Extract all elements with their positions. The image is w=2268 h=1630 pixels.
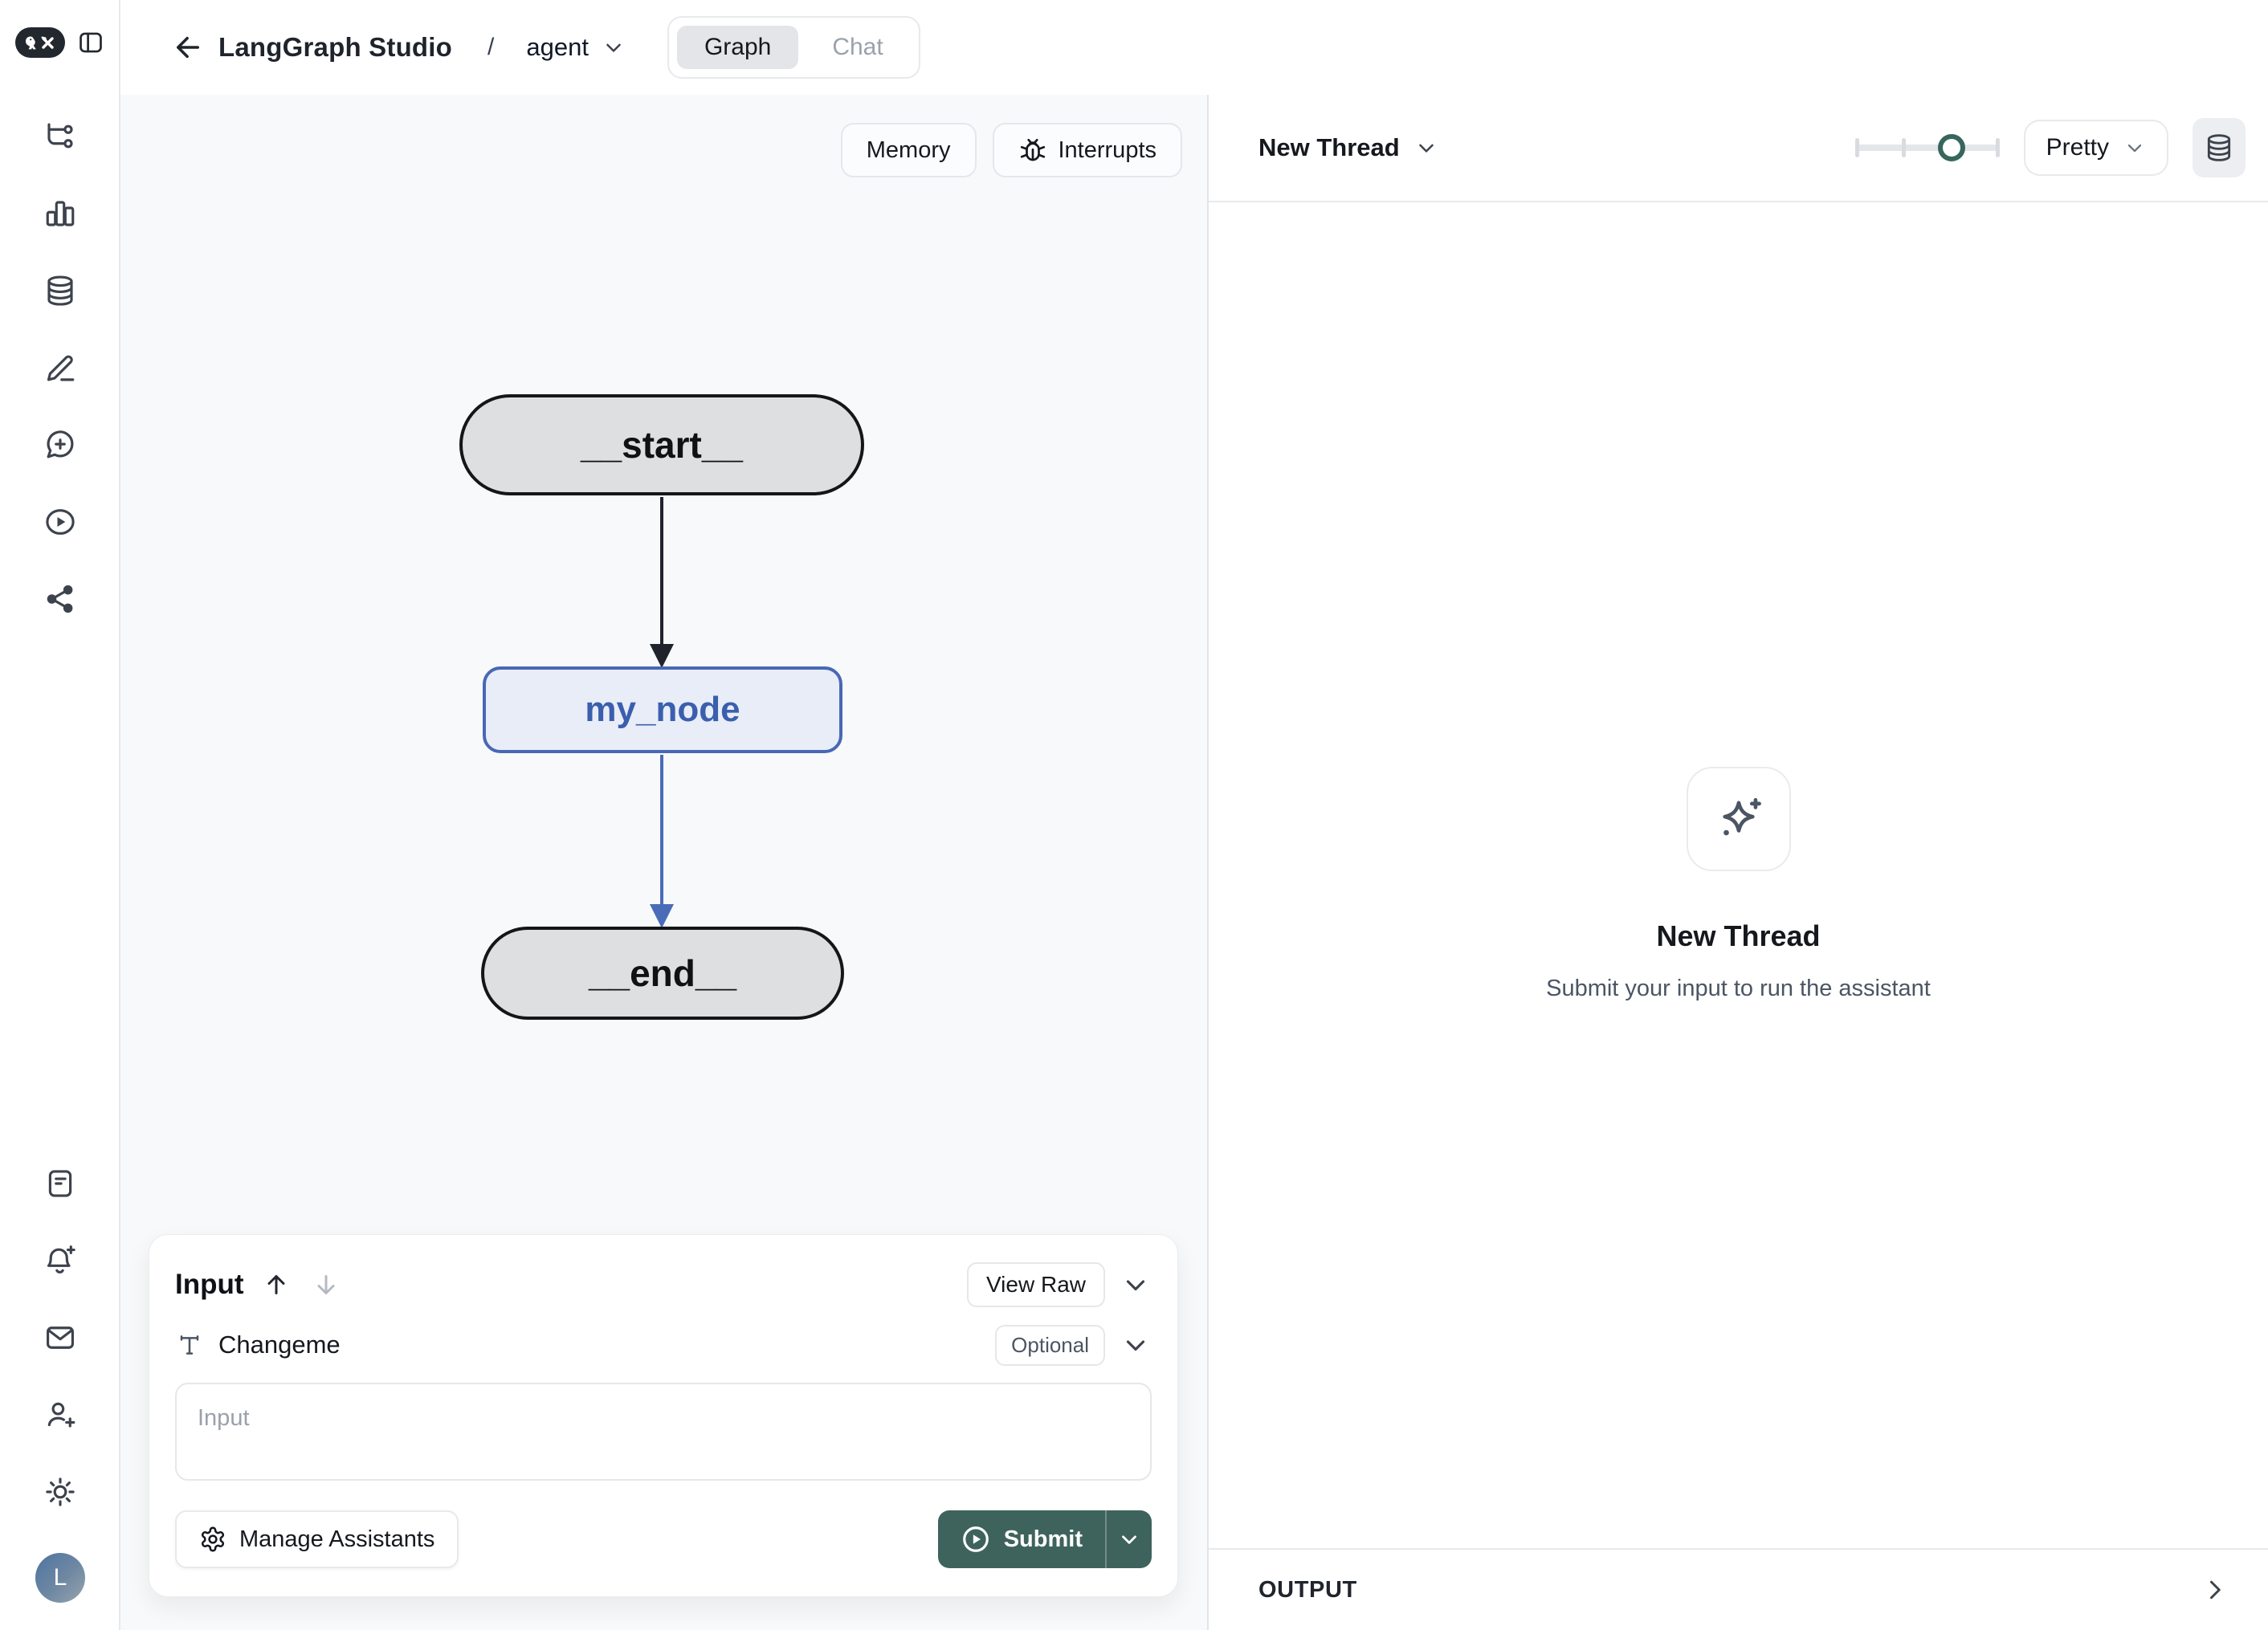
field-label: Changeme xyxy=(218,1330,341,1359)
slider-tick xyxy=(1902,138,1906,157)
slider-tick xyxy=(1996,138,2000,157)
graph-node-start[interactable]: __start__ xyxy=(459,394,864,495)
gear-icon xyxy=(199,1526,226,1553)
tab-graph[interactable]: Graph xyxy=(677,26,798,69)
manage-assistants-button[interactable]: Manage Assistants xyxy=(175,1510,459,1568)
input-field[interactable] xyxy=(175,1383,1152,1481)
chat-plus-icon[interactable] xyxy=(43,427,78,463)
interrupts-button[interactable]: Interrupts xyxy=(993,123,1183,177)
output-label: OUTPUT xyxy=(1258,1577,1357,1604)
arrow-down-icon[interactable] xyxy=(308,1267,344,1302)
graph-name: agent xyxy=(526,33,589,62)
interrupts-button-label: Interrupts xyxy=(1059,137,1157,164)
top-header: LangGraph Studio / agent Graph Chat xyxy=(120,0,2268,95)
input-panel: Input View Raw Changeme Opti xyxy=(149,1234,1178,1597)
view-raw-button[interactable]: View Raw xyxy=(967,1262,1105,1307)
collapse-input-chevron-icon[interactable] xyxy=(1120,1269,1152,1301)
field-chevron-icon[interactable] xyxy=(1120,1329,1152,1361)
back-arrow-icon[interactable] xyxy=(169,28,207,67)
play-circle-icon[interactable] xyxy=(43,504,78,540)
user-avatar[interactable]: L xyxy=(35,1553,85,1603)
slider-tick xyxy=(1855,138,1859,157)
arrow-up-icon[interactable] xyxy=(259,1267,294,1302)
chevron-down-icon xyxy=(1414,136,1438,160)
render-mode-dropdown[interactable]: Pretty xyxy=(2024,120,2168,176)
bell-plus-icon[interactable] xyxy=(43,1243,78,1278)
thread-selector-label: New Thread xyxy=(1258,133,1400,162)
submit-button-label: Submit xyxy=(1004,1526,1083,1553)
share-network-icon[interactable] xyxy=(43,581,78,617)
bar-chart-icon[interactable] xyxy=(43,196,78,231)
render-mode-label: Pretty xyxy=(2046,134,2109,161)
output-bar[interactable]: OUTPUT xyxy=(1209,1548,2268,1630)
graph-canvas[interactable]: Memory Interrupts __start__ my_node __en… xyxy=(120,95,1207,1630)
sparkles-icon xyxy=(1714,794,1764,844)
tab-chat[interactable]: Chat xyxy=(805,26,910,69)
submit-split-button: Submit xyxy=(938,1510,1152,1568)
bug-icon xyxy=(1018,136,1047,165)
thread-selector[interactable]: New Thread xyxy=(1258,133,1438,162)
sidebar-nav-bottom xyxy=(0,1166,120,1510)
graph-node-end[interactable]: __end__ xyxy=(481,927,844,1020)
sun-icon[interactable] xyxy=(43,1474,78,1510)
sidebar-toggle-icon[interactable] xyxy=(76,28,105,57)
graph-selector[interactable]: agent xyxy=(526,33,626,62)
app-title: LangGraph Studio xyxy=(218,32,452,63)
thread-panel: New Thread Pretty xyxy=(1207,95,2268,1630)
new-thread-empty-state: New Thread Submit your input to run the … xyxy=(1209,767,2268,1002)
text-type-icon xyxy=(175,1330,204,1359)
database-icon xyxy=(2204,132,2234,163)
empty-state-subtitle: Submit your input to run the assistant xyxy=(1546,976,1931,1002)
workflow-icon[interactable] xyxy=(43,119,78,154)
submit-options-chevron[interactable] xyxy=(1107,1510,1152,1568)
thread-panel-header: New Thread Pretty xyxy=(1209,95,2268,202)
memory-button-label: Memory xyxy=(867,137,951,164)
slider-track xyxy=(1855,145,2000,151)
zoom-slider[interactable] xyxy=(1855,132,2000,164)
langchain-logo xyxy=(15,27,65,58)
slider-handle[interactable] xyxy=(1938,134,1965,161)
graph-node-my-node[interactable]: my_node xyxy=(483,666,842,753)
submit-button[interactable]: Submit xyxy=(938,1510,1105,1568)
chevron-down-icon xyxy=(2123,137,2146,159)
mail-icon[interactable] xyxy=(43,1320,78,1355)
breadcrumb-separator: / xyxy=(487,34,494,61)
chevron-right-icon xyxy=(2197,1572,2233,1608)
manage-assistants-label: Manage Assistants xyxy=(239,1526,434,1553)
state-database-button[interactable] xyxy=(2193,118,2246,177)
canvas-toolbar: Memory Interrupts xyxy=(841,123,1182,177)
play-circle-icon xyxy=(961,1524,991,1555)
chevron-down-icon xyxy=(602,35,626,59)
sparkles-tile xyxy=(1687,767,1791,871)
sidebar-nav-top xyxy=(0,119,120,617)
view-mode-tabs: Graph Chat xyxy=(667,16,920,79)
empty-state-title: New Thread xyxy=(1656,919,1820,953)
document-icon[interactable] xyxy=(43,1166,78,1201)
optional-badge: Optional xyxy=(995,1325,1105,1366)
memory-button[interactable]: Memory xyxy=(841,123,977,177)
user-plus-icon[interactable] xyxy=(43,1397,78,1432)
input-panel-title: Input xyxy=(175,1269,244,1301)
left-sidebar: L xyxy=(0,0,120,1630)
database-icon[interactable] xyxy=(43,273,78,308)
edit-pencil-icon[interactable] xyxy=(43,350,78,385)
